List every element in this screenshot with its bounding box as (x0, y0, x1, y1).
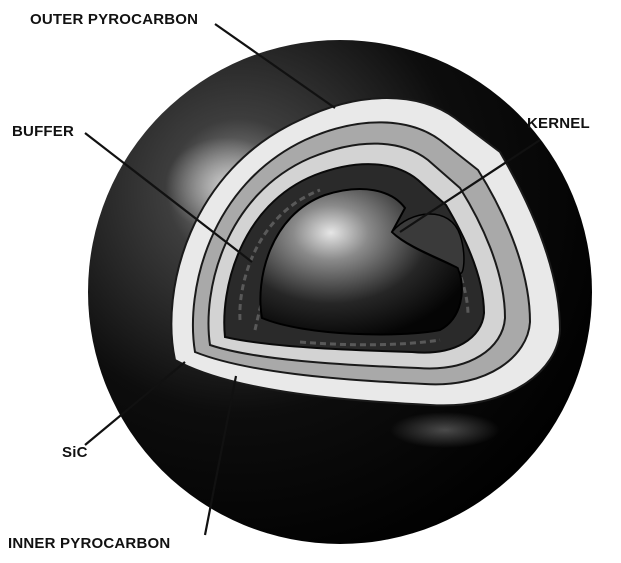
label-inner-pyrocarbon: INNER PYROCARBON (8, 535, 170, 552)
shell-lower-highlight (390, 412, 500, 448)
label-sic: SiC (62, 444, 88, 461)
label-outer-pyrocarbon: OUTER PYROCARBON (30, 11, 198, 28)
label-kernel: KERNEL (527, 115, 590, 132)
label-buffer: BUFFER (12, 123, 74, 140)
